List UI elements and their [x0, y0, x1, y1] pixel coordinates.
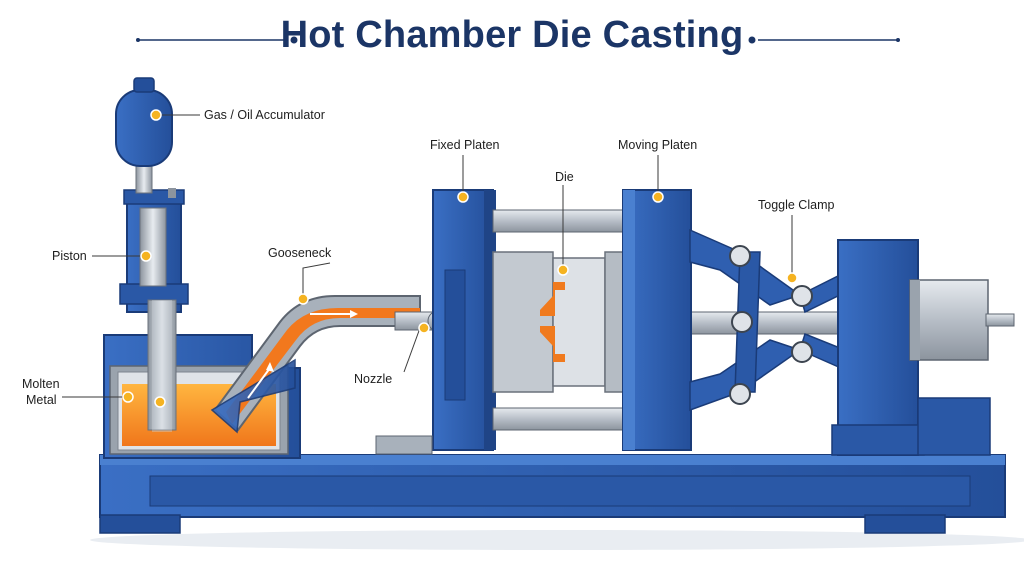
label-nozzle: Nozzle	[354, 372, 393, 386]
fixed-platen	[432, 189, 496, 451]
label-molten-metal-line1: Molten	[22, 377, 60, 391]
label-molten-metal-line2: Metal	[26, 393, 57, 407]
label-moving-platen: Moving Platen	[618, 138, 698, 152]
label-markers	[122, 109, 798, 408]
gooseneck	[210, 295, 421, 434]
label-fixed-platen: Fixed Platen	[430, 138, 500, 152]
label-die: Die	[555, 170, 574, 184]
title-decoration	[136, 36, 900, 44]
diagram-title: Hot Chamber Die Casting	[280, 14, 744, 56]
moving-platen	[622, 189, 692, 451]
leader-lines	[62, 114, 793, 398]
label-accumulator: Gas / Oil Accumulator	[204, 108, 325, 122]
machine-base	[99, 454, 1006, 534]
toggle-clamp	[689, 228, 851, 412]
label-piston: Piston	[52, 249, 87, 263]
tie-bars	[492, 209, 839, 431]
label-toggle-clamp: Toggle Clamp	[758, 198, 835, 212]
accumulator	[115, 77, 173, 194]
rear-platen	[831, 239, 1015, 456]
label-gooseneck: Gooseneck	[268, 246, 332, 260]
